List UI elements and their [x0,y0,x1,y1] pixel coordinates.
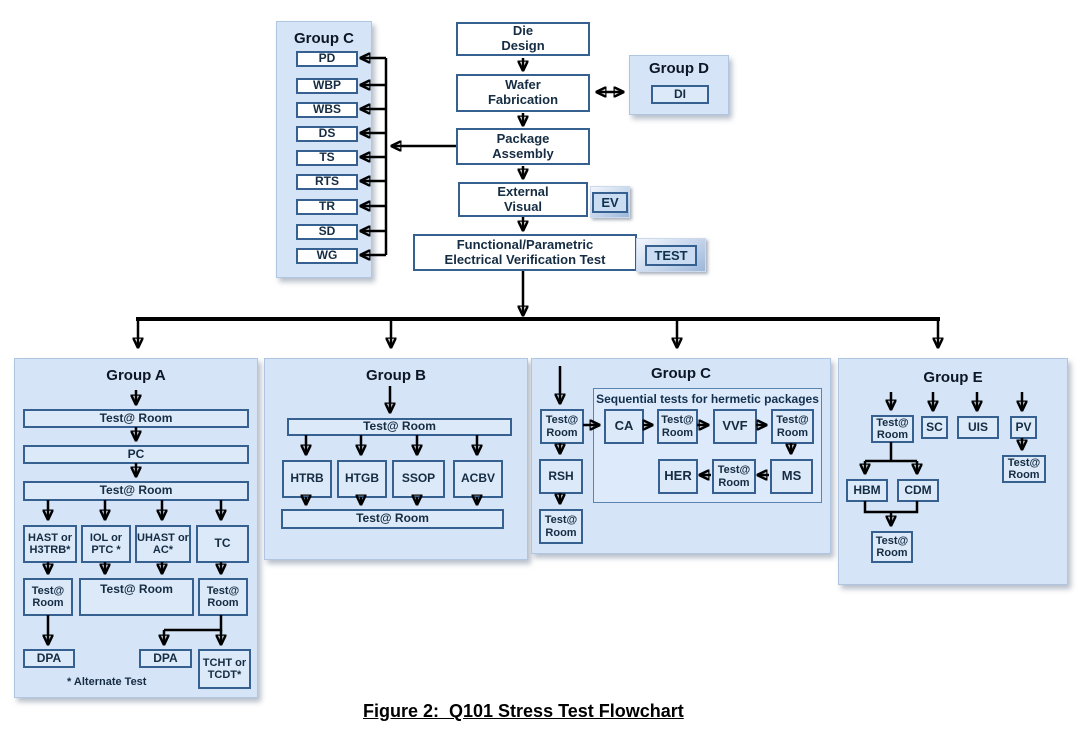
groupc-top-arrows [361,58,456,255]
group-c-test-room-out: Test@ Room [539,509,583,544]
group-e-test-room-top: Test@ Room [871,415,914,443]
group-e-title: Group E [923,369,983,386]
panel-group-b: Group B Test@ Room HTRB HTGB SSOP ACBV T… [264,358,528,560]
distributor-arrows [136,317,940,347]
box-wbs: WBS [296,102,358,118]
panel-group-e: Group E Test@ Room SC UIS PV Test@ Room … [838,358,1068,585]
hermetic-subpanel-label: Sequential tests for hermetic packages [596,392,819,406]
hermetic-subpanel: Sequential tests for hermetic packages [593,388,822,503]
group-e-hbm: HBM [846,479,888,502]
panel-group-d: Group D DI [629,55,729,115]
group-a-dpa-mid: DPA [139,649,192,668]
group-c-test-room-c: Test@ Room [712,459,756,494]
group-a-test-room-2: Test@ Room [23,481,249,501]
group-b-ssop: SSOP [392,460,445,498]
box-rts: RTS [296,174,358,190]
group-c-ms: MS [770,459,813,494]
group-c-test-room-b: Test@ Room [771,409,814,444]
box-pd: PD [296,51,358,67]
group-e-uis: UIS [957,416,999,439]
group-c-test-room-a: Test@ Room [657,409,698,444]
box-ds: DS [296,126,358,142]
group-a-pc: PC [23,445,249,464]
badge-ev-label: EV [592,191,628,213]
flow-box-electrical-test: Functional/Parametric Electrical Verific… [413,234,637,271]
flow-box-die-design: Die Design [456,22,590,56]
panel-group-a: Group A Test@ Room PC Test@ Room HAST or… [14,358,258,698]
group-a-title: Group A [106,367,166,384]
box-di: DI [651,85,709,104]
panel-group-c-bottom: Group C Sequential tests for hermetic pa… [531,358,831,554]
figure-caption: Figure 2: Q101 Stress Test Flowchart [363,701,684,721]
group-b-test-room-top: Test@ Room [287,418,512,436]
badge-test: TEST [636,238,706,272]
group-a-footnote: * Alternate Test [67,676,147,688]
box-wbp: WBP [296,78,358,94]
group-c-her: HER [658,459,698,494]
group-c-bottom-title: Group C [651,365,711,382]
group-b-htgb: HTGB [337,460,387,498]
group-a-tcht: TCHT or TCDT* [198,649,251,689]
group-e-sc: SC [921,416,948,439]
box-tr: TR [296,199,358,215]
group-a-dpa-left: DPA [23,649,75,668]
badge-ev: EV [590,186,630,218]
group-b-htrb: HTRB [282,460,332,498]
group-a-hast: HAST or H3TRB* [23,525,77,563]
flow-box-wafer-fabrication: Wafer Fabrication [456,74,590,112]
group-c-ca: CA [604,409,644,444]
group-b-test-room-bottom: Test@ Room [281,509,504,529]
group-a-tc: TC [196,525,249,563]
group-b-title: Group B [366,367,426,384]
group-e-test-room-bottom: Test@ Room [871,531,913,563]
group-d-title: Group D [649,60,709,77]
panel-group-c-top: Group C PD WBP WBS DS TS RTS TR SD WG [276,21,372,278]
group-a-test-room-1: Test@ Room [23,409,249,428]
group-c-vvf: VVF [713,409,757,444]
box-wg: WG [296,248,358,264]
group-c-rsh: RSH [539,459,583,494]
box-sd: SD [296,224,358,240]
group-a-iol: IOL or PTC * [81,525,131,563]
group-e-cdm: CDM [897,479,939,502]
group-e-test-room-pv: Test@ Room [1002,455,1046,483]
group-a-test-room-left: Test@ Room [23,578,73,616]
group-c-test-room-in: Test@ Room [540,409,584,444]
group-b-acbv: ACBV [453,460,503,498]
group-a-uhast: UHAST or AC* [135,525,191,563]
group-c-top-title: Group C [294,30,354,47]
badge-test-label: TEST [645,244,697,266]
box-ts: TS [296,150,358,166]
flow-box-package-assembly: Package Assembly [456,128,590,165]
group-e-pv: PV [1010,416,1037,439]
flow-box-external-visual: External Visual [458,182,588,217]
group-a-test-room-right: Test@ Room [198,578,248,616]
group-a-test-room-mid: Test@ Room [79,578,194,616]
